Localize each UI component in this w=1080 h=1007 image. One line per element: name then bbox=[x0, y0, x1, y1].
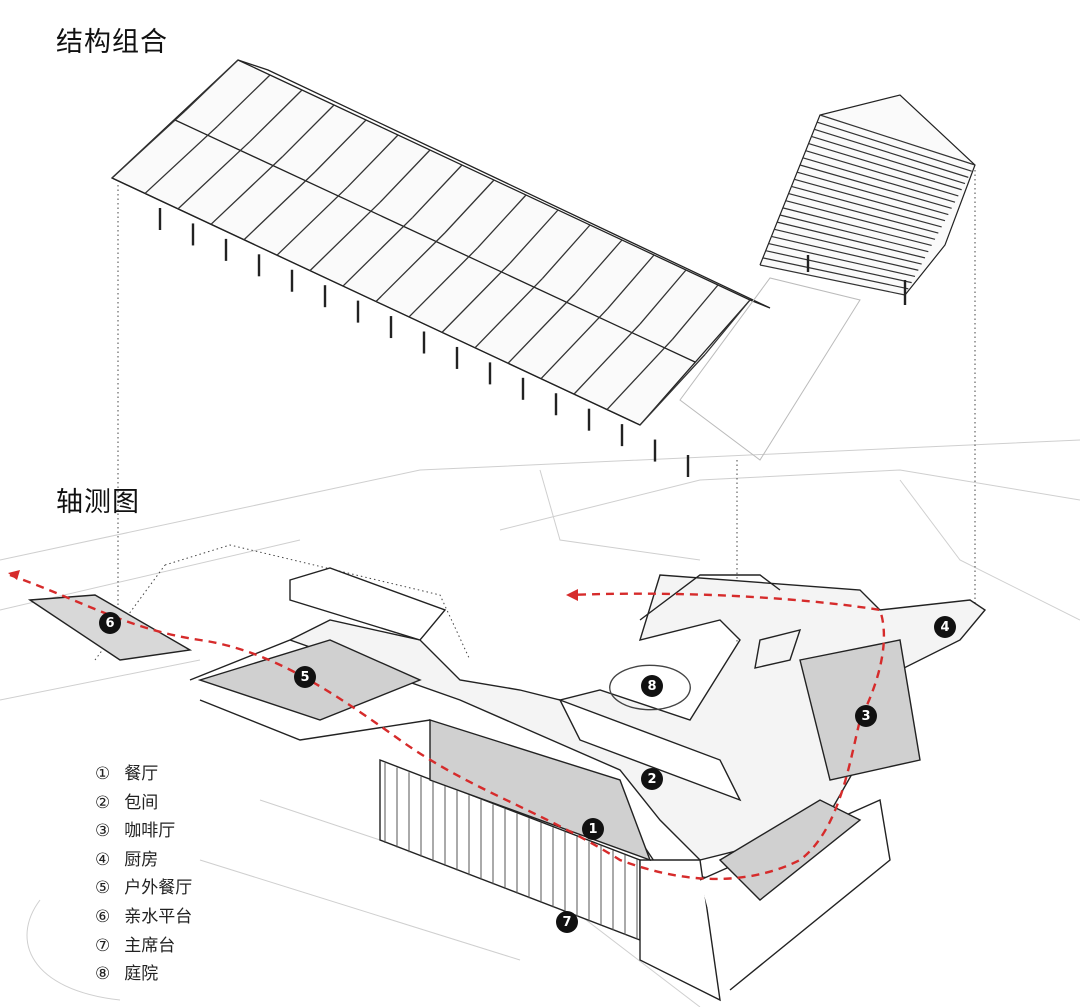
roof-rib bbox=[542, 224, 591, 279]
roof-rib bbox=[375, 232, 446, 302]
roof-rib bbox=[276, 186, 348, 256]
roof-rib bbox=[573, 323, 641, 395]
roof-rib bbox=[347, 134, 399, 188]
roof-rib bbox=[249, 89, 303, 142]
roof-rib bbox=[474, 277, 543, 349]
roof-slat bbox=[785, 200, 936, 240]
roof-slat bbox=[791, 185, 942, 228]
roof-rib bbox=[704, 299, 751, 355]
marker-7: 7 bbox=[556, 911, 578, 933]
roof-slat bbox=[811, 135, 966, 185]
roof-rib bbox=[314, 119, 367, 173]
marker-1: 1 bbox=[582, 818, 604, 840]
marker-3: 3 bbox=[855, 705, 877, 727]
roof-rib bbox=[444, 179, 495, 234]
marker-5: 5 bbox=[294, 666, 316, 688]
long-roof-frame bbox=[110, 59, 771, 477]
roof-rib bbox=[639, 354, 706, 426]
roof-slat bbox=[796, 171, 949, 216]
roof-rib bbox=[607, 254, 655, 310]
roof-slat bbox=[794, 178, 946, 222]
roof-rib bbox=[672, 284, 719, 340]
roof-rib bbox=[243, 171, 316, 241]
roof-rib bbox=[111, 110, 186, 179]
roof-slat bbox=[788, 192, 939, 234]
roof-slat bbox=[779, 214, 929, 253]
roof-slat bbox=[814, 128, 969, 178]
roof-rib bbox=[477, 194, 527, 249]
roof-rib bbox=[342, 217, 413, 287]
roof-slat bbox=[762, 257, 909, 290]
roof-slat bbox=[774, 228, 922, 265]
building-plan bbox=[27, 567, 987, 1002]
path-arrow-end bbox=[566, 589, 578, 601]
roof-slat bbox=[805, 150, 959, 197]
roof-slat bbox=[765, 250, 912, 284]
roof-rib bbox=[309, 201, 381, 272]
roof-rib bbox=[507, 293, 576, 364]
roof-rib bbox=[217, 74, 271, 127]
roof-slat bbox=[819, 114, 976, 166]
roof-rib bbox=[408, 247, 478, 318]
marker-2: 2 bbox=[641, 768, 663, 790]
path-arrow-left bbox=[8, 570, 20, 580]
roof-rib bbox=[639, 269, 687, 325]
roof-rib bbox=[144, 125, 218, 194]
roof-slat bbox=[816, 121, 972, 172]
roof-slat bbox=[771, 235, 919, 271]
roof-slat bbox=[799, 164, 952, 209]
roof-slat bbox=[808, 142, 962, 191]
roof-rib bbox=[509, 209, 559, 264]
roof-slat bbox=[802, 157, 956, 203]
roof-rib bbox=[210, 156, 283, 225]
roof-slat bbox=[759, 264, 906, 296]
roof-rib bbox=[540, 308, 608, 380]
roof-rib bbox=[184, 59, 239, 112]
roof-slat bbox=[768, 242, 916, 278]
ghost-roof bbox=[679, 277, 861, 461]
roof-rib bbox=[177, 140, 251, 210]
marker-4: 4 bbox=[934, 616, 956, 638]
axonometric-title: 轴测图 bbox=[56, 487, 140, 518]
roof-rib bbox=[441, 262, 511, 333]
roof-rib bbox=[412, 164, 463, 218]
roof-rib bbox=[282, 104, 335, 158]
small-roof-frame bbox=[759, 94, 976, 305]
roof-rib bbox=[606, 338, 673, 411]
marker-8: 8 bbox=[641, 675, 663, 697]
roof-rib bbox=[574, 239, 623, 295]
marker-6: 6 bbox=[99, 612, 121, 634]
site-context bbox=[0, 439, 1080, 1007]
roof-slat bbox=[777, 221, 926, 259]
roof-slat bbox=[782, 207, 932, 247]
structure-title: 结构组合 bbox=[56, 27, 168, 58]
roof-rib bbox=[379, 149, 431, 203]
